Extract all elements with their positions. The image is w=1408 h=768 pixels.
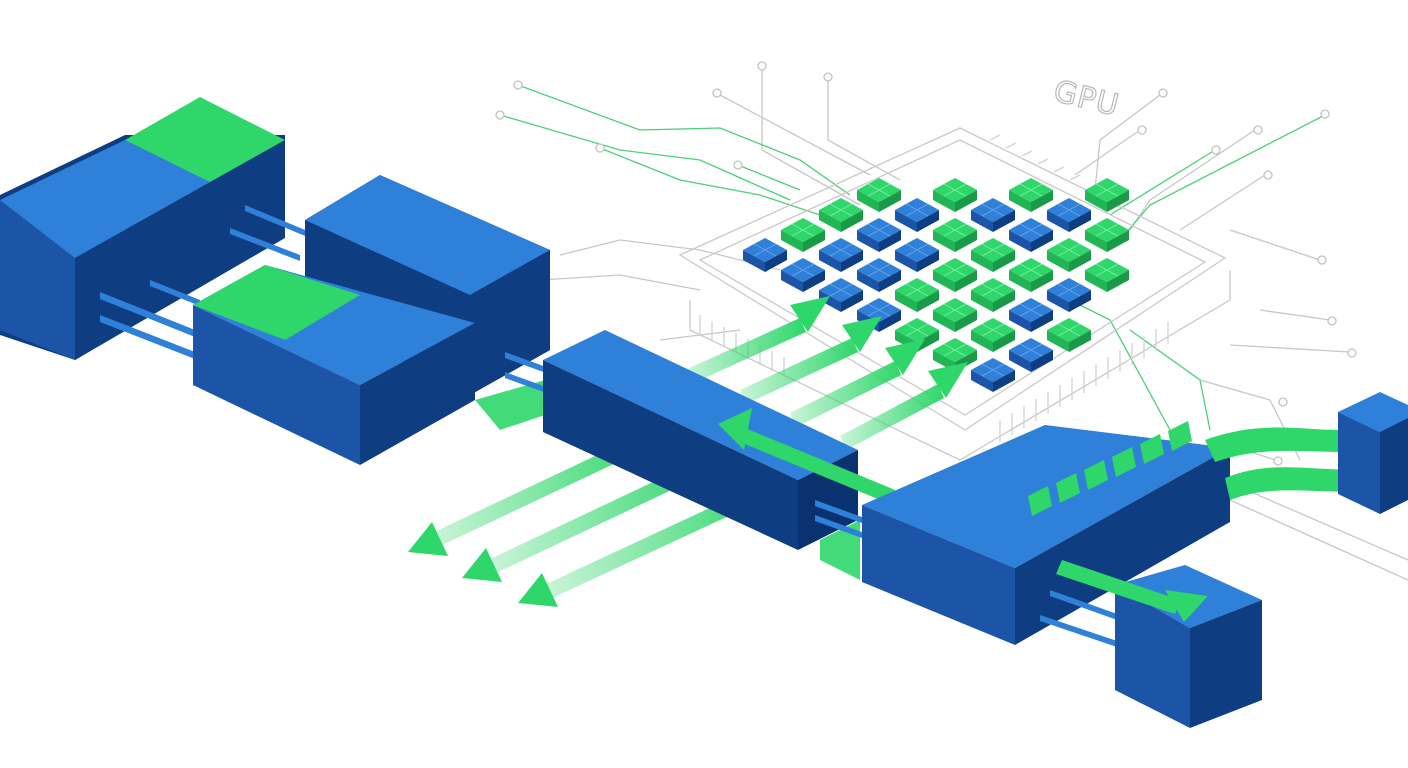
- data-ribbons-right: [1205, 427, 1365, 500]
- core-tile: [933, 218, 977, 252]
- core-tile: [1009, 338, 1053, 372]
- gpu-chip-outline: [678, 127, 1231, 461]
- core-tile: [857, 258, 901, 292]
- core-tile: [1085, 218, 1129, 252]
- data-block-5: [862, 421, 1230, 645]
- connector-lines: [815, 500, 870, 541]
- data-ribbons-back: [475, 380, 860, 580]
- core-tile: [819, 238, 863, 272]
- core-tile: [971, 358, 1015, 392]
- core-tile: [1085, 258, 1129, 292]
- core-tile: [781, 218, 825, 252]
- data-block-6: [1338, 392, 1408, 514]
- core-tile: [1047, 238, 1091, 272]
- status-stripes: [1028, 421, 1192, 516]
- core-tile: [933, 298, 977, 332]
- core-tile: [819, 198, 863, 232]
- output-arrow-block7: [1056, 560, 1208, 622]
- core-tile: [819, 278, 863, 312]
- feedback-arrow: [718, 408, 895, 504]
- core-tile: [895, 238, 939, 272]
- input-arrows: [685, 296, 968, 450]
- core-tile: [1085, 178, 1129, 212]
- input-arrow: [685, 296, 830, 384]
- core-tile: [1009, 218, 1053, 252]
- data-block-2: [193, 265, 475, 465]
- core-tile: [1009, 298, 1053, 332]
- output-arrow: [408, 430, 656, 556]
- core-tile: [1009, 258, 1053, 292]
- core-tile: [1047, 278, 1091, 312]
- core-tile: [971, 278, 1015, 312]
- core-tile: [743, 238, 787, 272]
- gpu-label: GPU: [1050, 74, 1123, 124]
- input-arrow: [790, 339, 925, 427]
- core-tile: [933, 178, 977, 212]
- core-tile: [971, 318, 1015, 352]
- connector-lines: [100, 205, 310, 359]
- core-tile: [1047, 198, 1091, 232]
- core-tile: [971, 198, 1015, 232]
- connector-lines: [1040, 590, 1120, 648]
- input-arrow: [740, 316, 882, 404]
- core-tile: [1047, 318, 1091, 352]
- core-tile: [933, 258, 977, 292]
- gpu-core-grid: [743, 178, 1129, 392]
- input-arrow: [840, 362, 968, 450]
- core-tile: [895, 278, 939, 312]
- core-tile: [857, 218, 901, 252]
- core-tile: [971, 238, 1015, 272]
- core-tile: [857, 178, 901, 212]
- core-tile: [781, 258, 825, 292]
- core-tile: [895, 198, 939, 232]
- core-tile: [1009, 178, 1053, 212]
